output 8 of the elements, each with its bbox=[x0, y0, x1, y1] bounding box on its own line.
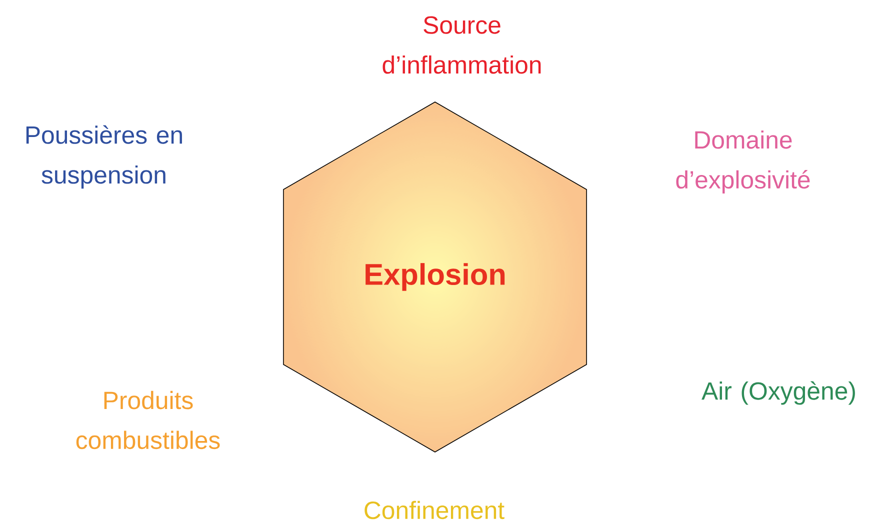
label: Poussières en suspension bbox=[26, 125, 182, 189]
hexagon bbox=[283, 102, 587, 452]
label: Air (Oxygène) bbox=[702, 381, 855, 405]
label: Domaine d’explosivité bbox=[676, 130, 810, 194]
label: Confinement bbox=[364, 500, 504, 520]
title-text: Explosion bbox=[366, 263, 505, 291]
label: Produits combustibles bbox=[76, 390, 220, 450]
label: Source d’inflammation bbox=[382, 16, 541, 74]
